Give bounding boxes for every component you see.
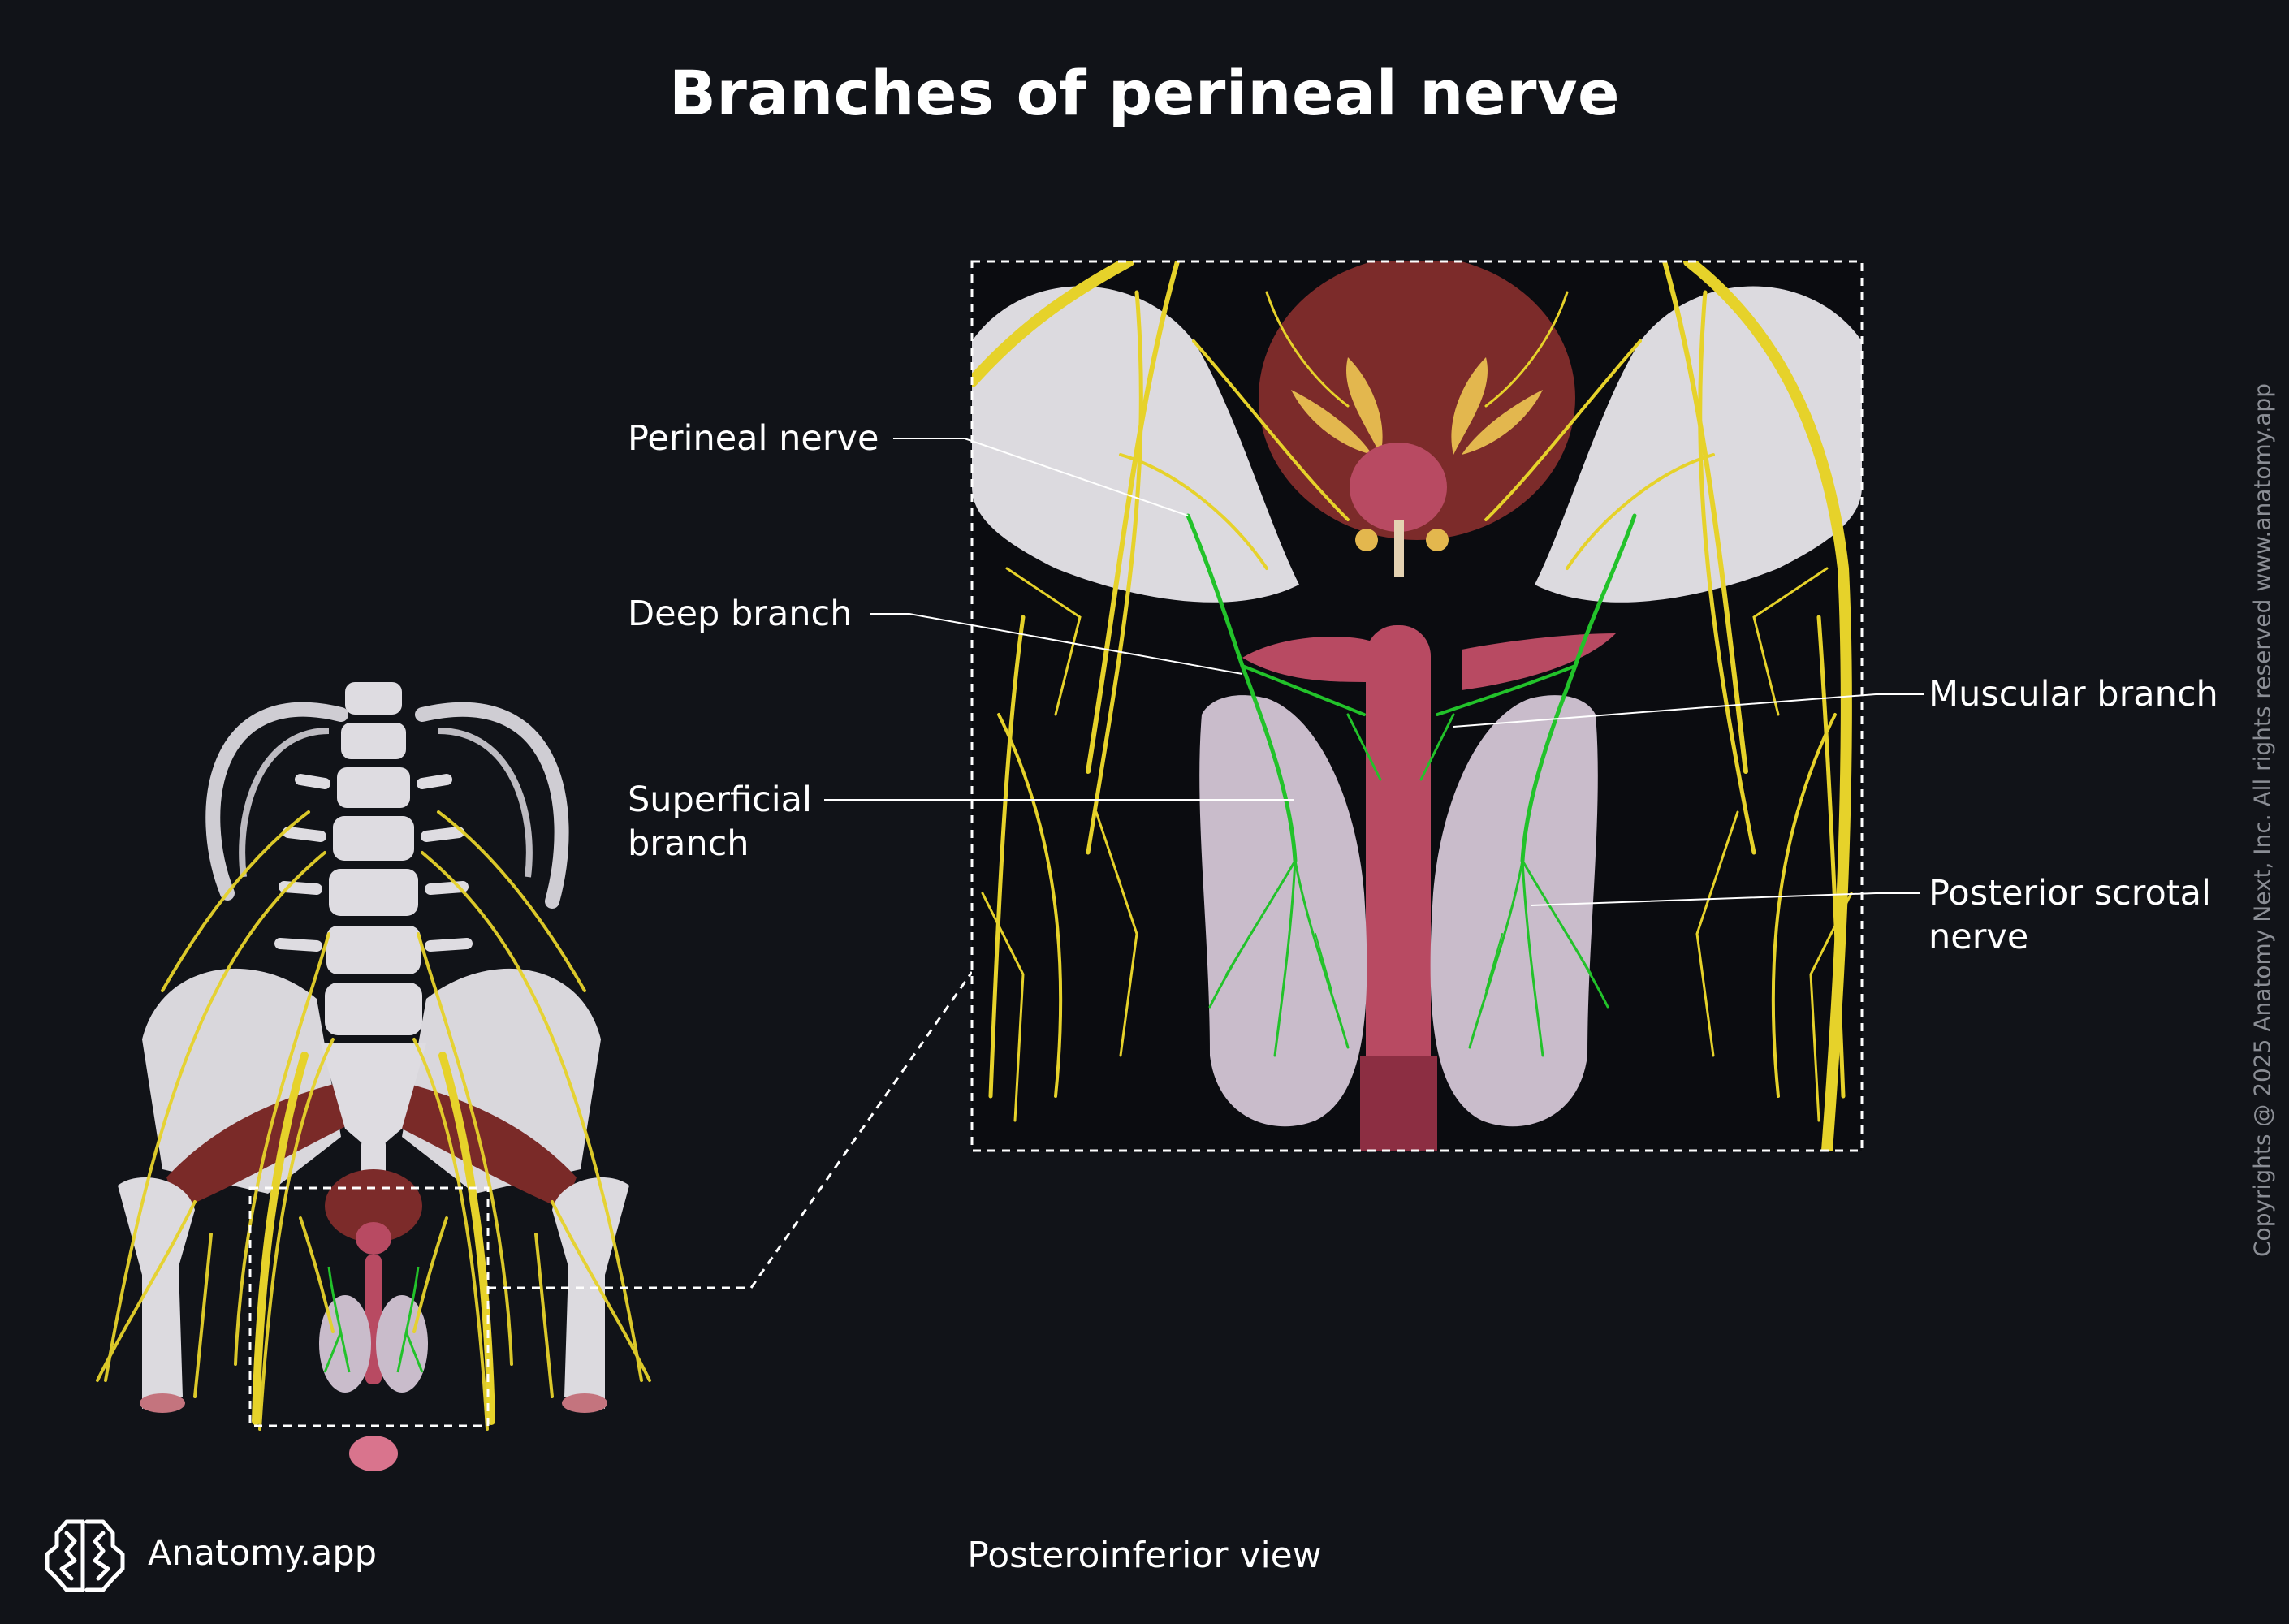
label-posterior-scrotal-nerve: Posterior scrotal nerve [1928, 871, 2211, 959]
label-superficial-branch-line2: branch [628, 823, 749, 864]
lumbar-spine [321, 682, 426, 1186]
zoom-connector-line [488, 971, 974, 1289]
label-posterior-scrotal-line1: Posterior scrotal [1928, 873, 2211, 914]
label-muscular-branch: Muscular branch [1928, 674, 2218, 715]
overview-right-testis [376, 1295, 428, 1393]
copyright-notice: Copyrights @ 2025 Anatomy Next, Inc. All… [2248, 383, 2276, 1257]
bladder-detail [1259, 261, 1575, 540]
overview-left-testis [319, 1295, 371, 1393]
corpus-spongiosum [1366, 625, 1431, 1151]
brand-name: Anatomy.app [148, 1533, 377, 1574]
brain-icon [45, 1519, 125, 1592]
posterior-scrotal-leader [1530, 892, 1920, 906]
perineal-nerve-leader [893, 438, 1189, 516]
left-testis [1199, 695, 1367, 1127]
label-superficial-branch-line1: Superficial [628, 780, 812, 820]
left-floating-rib [205, 702, 348, 901]
left-piriformis-muscle [166, 1080, 357, 1210]
right-femur [552, 1177, 629, 1409]
zoom-frame [970, 260, 1864, 1152]
deep-branch-leader [870, 613, 1243, 675]
right-floating-rib [415, 702, 569, 909]
label-posterior-scrotal-line2: nerve [1928, 917, 2029, 957]
label-superficial-branch: Superficial branch [628, 778, 812, 866]
zoom-region-indicator [248, 1186, 490, 1427]
label-perineal-nerve: Perineal nerve [628, 418, 879, 459]
muscular-branch-leader [1453, 693, 1924, 728]
zoomed-detail [970, 260, 1864, 1152]
diagram-title: Branches of perineal nerve [668, 57, 1621, 129]
prostate [1350, 443, 1447, 532]
label-deep-branch: Deep branch [628, 594, 853, 634]
left-femur [118, 1177, 195, 1409]
leader-lines [824, 438, 1924, 906]
view-caption: Posteroinferior view [967, 1535, 1322, 1576]
right-testis [1430, 695, 1598, 1127]
overview-figure [96, 682, 651, 1471]
sacrum [321, 1043, 426, 1153]
